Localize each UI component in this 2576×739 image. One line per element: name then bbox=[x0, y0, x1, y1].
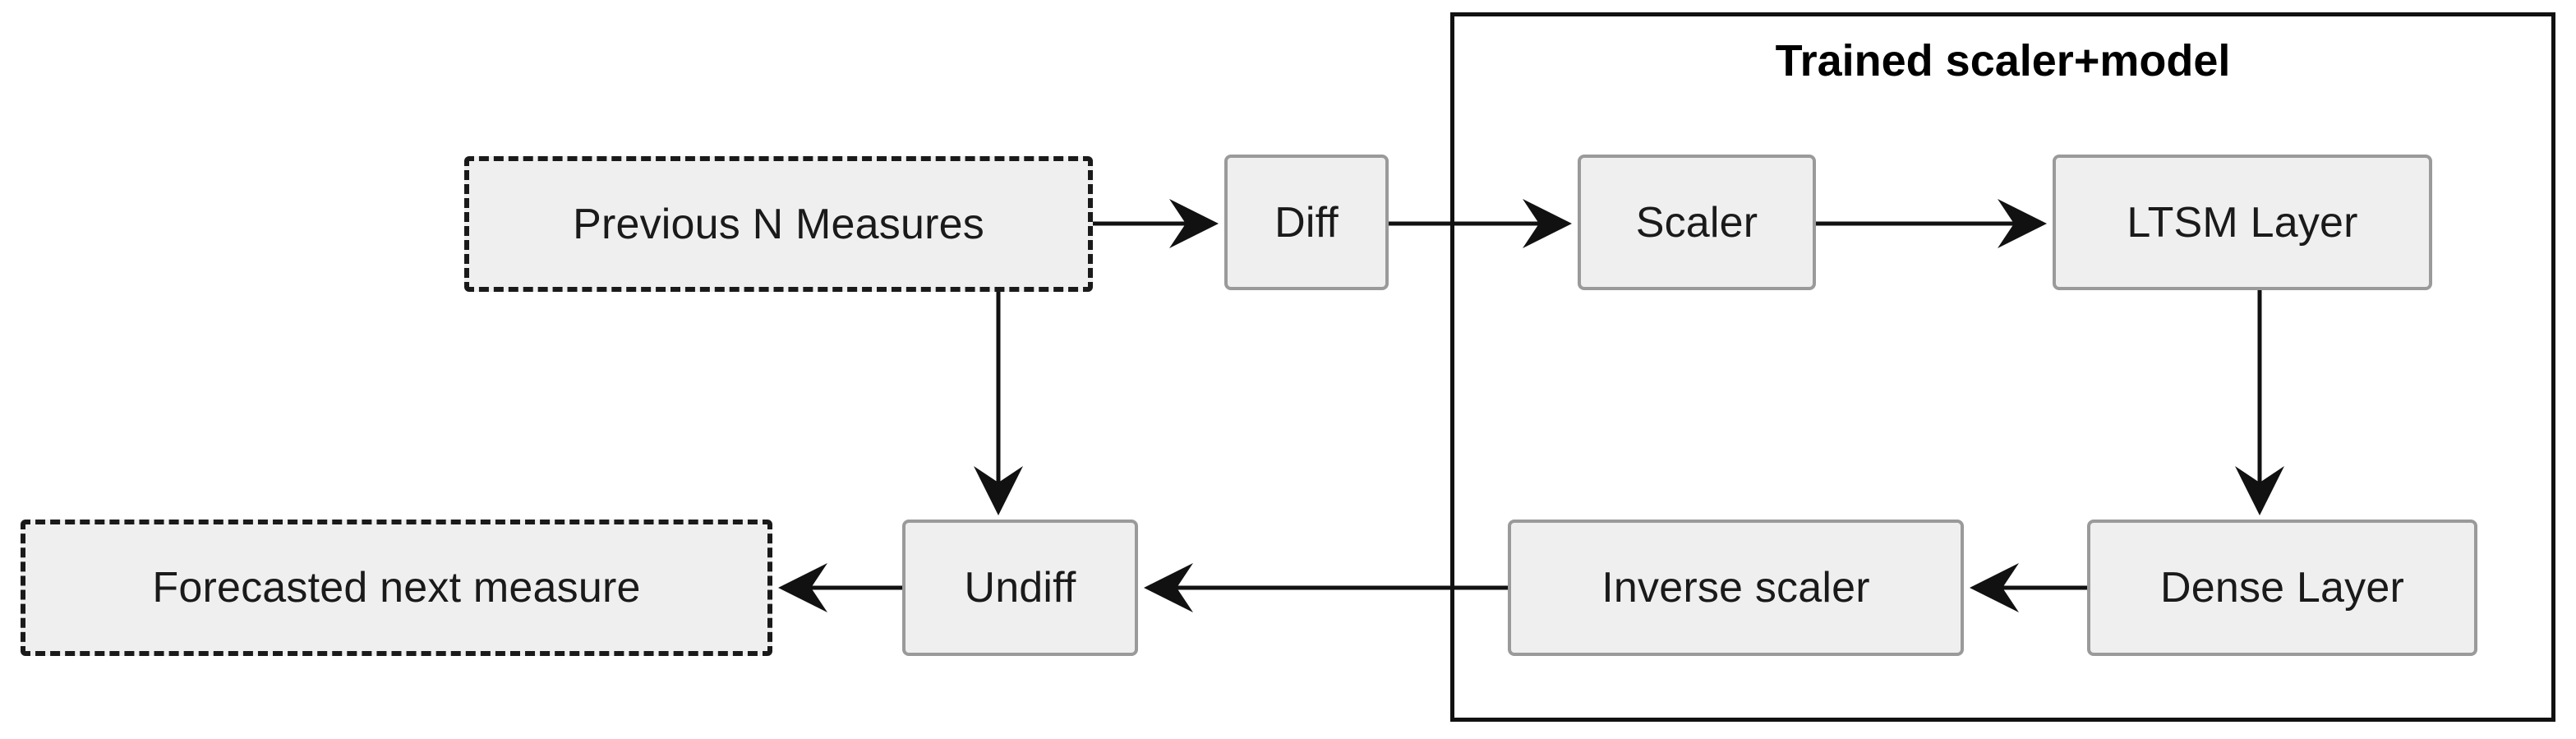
node-previous-n-measures-label: Previous N Measures bbox=[573, 200, 984, 248]
trained-scaler-model-group bbox=[1450, 12, 2555, 722]
node-ltsm-layer-label: LTSM Layer bbox=[2127, 198, 2358, 247]
node-dense-layer-label: Dense Layer bbox=[2159, 564, 2405, 612]
node-diff-label: Diff bbox=[1274, 198, 1339, 247]
node-diff[interactable]: Diff bbox=[1224, 155, 1389, 290]
node-forecasted-next-measure[interactable]: Forecasted next measure bbox=[21, 520, 772, 656]
node-forecasted-next-measure-label: Forecasted next measure bbox=[152, 564, 641, 612]
node-inverse-scaler-label: Inverse scaler bbox=[1601, 564, 1870, 612]
node-ltsm-layer[interactable]: LTSM Layer bbox=[2053, 155, 2432, 290]
node-dense-layer[interactable]: Dense Layer bbox=[2087, 520, 2477, 656]
trained-scaler-model-group-label: Trained scaler+model bbox=[1775, 36, 2231, 85]
node-scaler[interactable]: Scaler bbox=[1578, 155, 1816, 290]
node-previous-n-measures[interactable]: Previous N Measures bbox=[464, 156, 1093, 292]
node-inverse-scaler[interactable]: Inverse scaler bbox=[1508, 520, 1964, 656]
node-undiff-label: Undiff bbox=[964, 564, 1076, 612]
node-scaler-label: Scaler bbox=[1635, 198, 1758, 247]
node-undiff[interactable]: Undiff bbox=[902, 520, 1138, 656]
